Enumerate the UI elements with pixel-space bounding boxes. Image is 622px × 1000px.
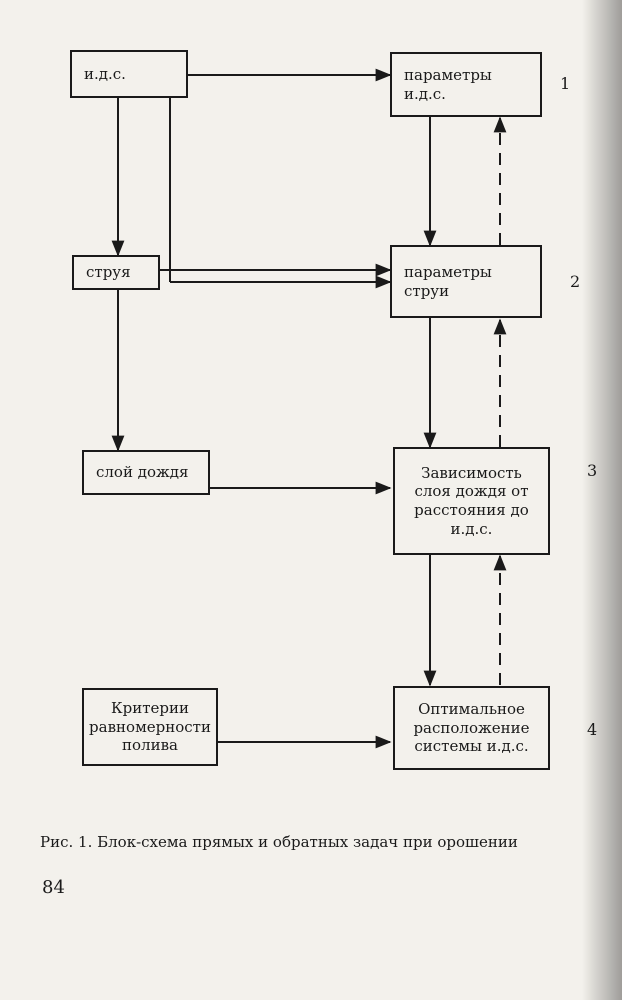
node-number-2: 2	[570, 272, 581, 291]
node-ids-params-label: параметры и.д.с.	[404, 65, 492, 103]
node-rain-layer: слой дождя	[82, 450, 210, 495]
node-optimal-label: Оптимальное расположение системы и.д.с.	[413, 699, 530, 756]
node-jet-label: струя	[86, 263, 131, 282]
node-jet-params: параметры струи 2	[390, 245, 580, 318]
node-rain-layer-label: слой дождя	[96, 463, 189, 482]
node-ids-label: и.д.с.	[84, 64, 126, 83]
node-jet: струя	[72, 255, 160, 290]
node-number-4: 4	[587, 720, 598, 739]
node-number-1: 1	[560, 74, 571, 93]
node-dependency-label: Зависимость слоя дождя от расстояния до …	[414, 463, 529, 538]
node-number-3: 3	[587, 461, 598, 480]
node-criteria: Критерии равномерности полива	[82, 688, 218, 766]
node-criteria-label: Критерии равномерности полива	[89, 698, 211, 755]
node-ids: и.д.с.	[70, 50, 188, 98]
figure-caption: Рис. 1. Блок-схема прямых и обратных зад…	[40, 833, 518, 851]
node-dependency: Зависимость слоя дождя от расстояния до …	[393, 447, 597, 555]
page-edge-shadow	[582, 0, 622, 1000]
node-jet-params-label: параметры струи	[404, 262, 492, 300]
node-optimal: Оптимальное расположение системы и.д.с. …	[393, 686, 597, 770]
page-number: 84	[42, 877, 65, 898]
node-ids-params: параметры и.д.с. 1	[390, 52, 570, 117]
